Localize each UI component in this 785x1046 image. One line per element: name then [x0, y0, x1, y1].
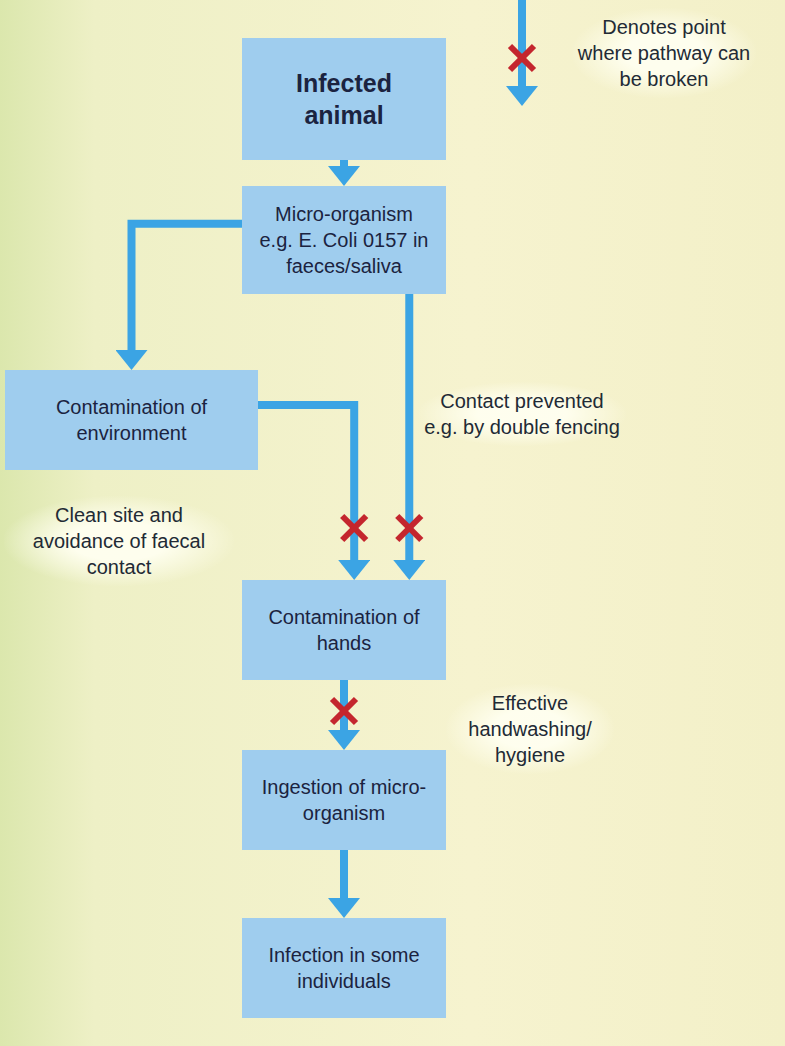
- legend-arrow: [506, 0, 538, 106]
- flow-arrow: [340, 850, 348, 904]
- legend-text: Denotes point where pathway can be broke…: [572, 8, 756, 98]
- break-mark: [332, 699, 356, 723]
- note-label: Effective handwashing/ hygiene: [446, 684, 614, 774]
- break-mark: [397, 516, 421, 540]
- note-label: Contact prevented e.g. by double fencing: [418, 382, 626, 446]
- process-box: Infected animal: [242, 38, 446, 160]
- box-text: Infection in some individuals: [256, 942, 432, 994]
- process-box: Ingestion of micro-organism: [242, 750, 446, 850]
- break-mark: [342, 516, 366, 540]
- box-text: Infected animal: [256, 67, 432, 132]
- process-box: Contamination of hands: [242, 580, 446, 680]
- process-box: Contamination of environment: [5, 370, 258, 470]
- flow-arrow: [258, 405, 354, 566]
- process-box: Infection in some individuals: [242, 918, 446, 1018]
- flow-arrow: [132, 224, 243, 356]
- flow-arrow: [340, 160, 348, 172]
- box-text: Ingestion of micro-organism: [256, 774, 432, 826]
- break-mark: [510, 46, 534, 70]
- box-text: Micro-organism e.g. E. Coli 0157 in faec…: [256, 201, 432, 279]
- note-label: Clean site and avoidance of faecal conta…: [4, 496, 234, 586]
- box-text: Contamination of hands: [256, 604, 432, 656]
- box-text: Contamination of environment: [19, 394, 244, 446]
- process-box: Micro-organism e.g. E. Coli 0157 in faec…: [242, 186, 446, 294]
